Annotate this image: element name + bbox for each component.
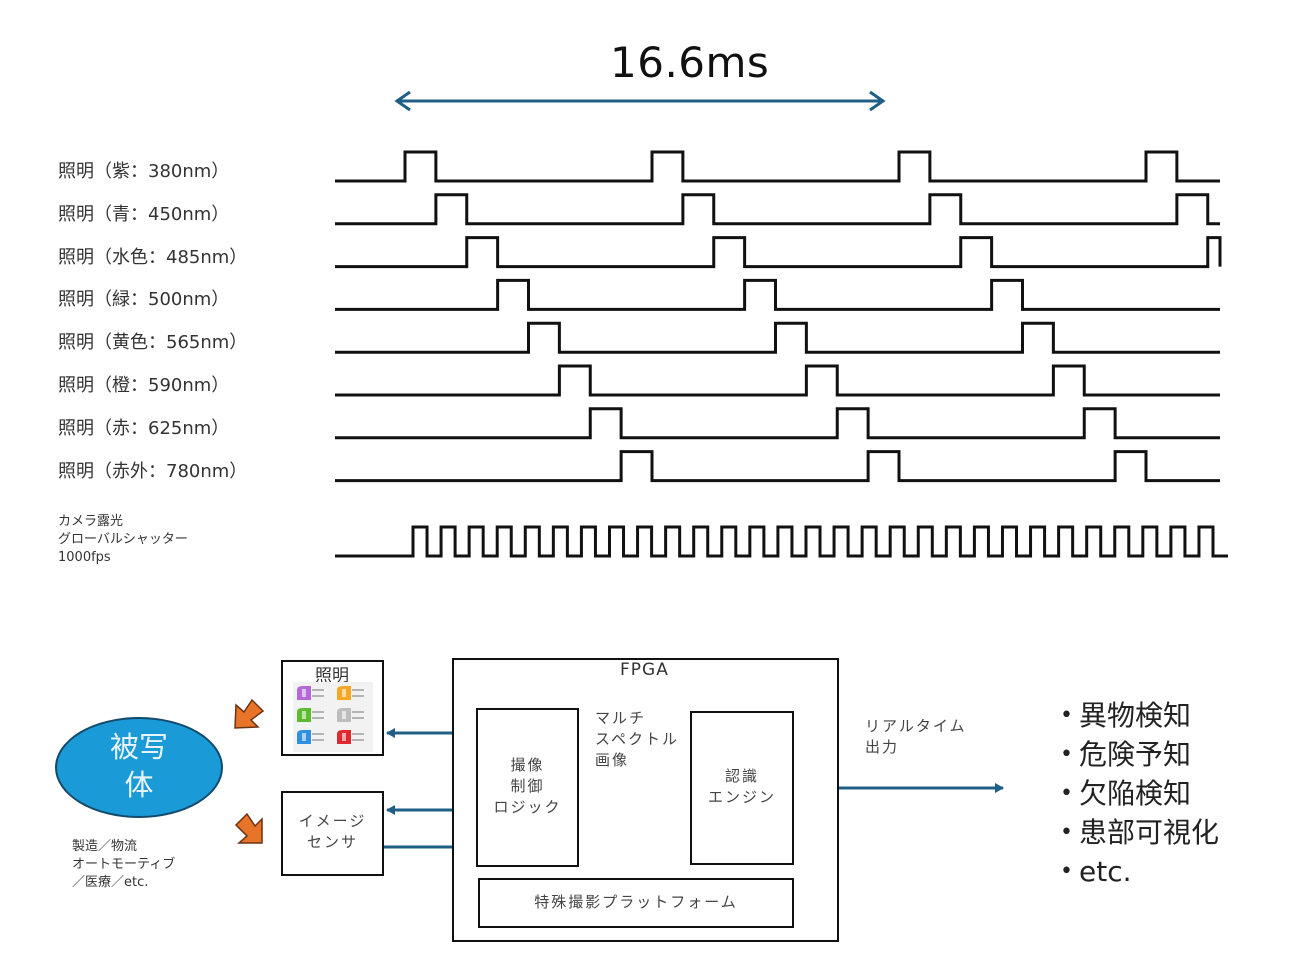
led-icons [293,682,373,752]
application-item: etc. [1060,854,1219,893]
application-item: 欠陥検知 [1060,776,1219,815]
image-sensor-box [281,791,384,876]
period-label: 16.6ms [610,38,770,87]
channel-label: 照明（黄色：565nm） [58,332,248,354]
illumination-waveform-blue [335,193,1220,226]
channel-label: 照明（紫：380nm） [58,161,230,182]
applications-list: 異物検知危険予知欠陥検知患部可視化etc. [1060,698,1219,893]
application-item: 危険予知 [1060,737,1219,776]
illumination-waveform-cyan [335,236,1222,269]
channel-label: 照明（緑：500nm） [58,289,230,311]
led-icon [297,686,324,700]
subject-ellipse [55,717,223,818]
illumination-waveform-yellow [335,321,1220,354]
led-icon [337,708,364,722]
illumination-waveform-orange [335,364,1220,397]
channel-label: 照明（赤外：780nm） [58,460,248,482]
application-item: 患部可視化 [1060,815,1219,854]
subject-label: 被写 体 [109,730,168,802]
platform-label: 特殊撮影プラットフォーム [534,893,738,911]
period-arrow [394,90,886,112]
realtime-output-label: リアルタイム 出力 [865,717,967,756]
control-logic-label: 撮像 制御 ロジック [493,756,562,816]
recognition-engine-box [690,711,794,865]
illumination-waveform-infrared [335,450,1220,483]
image-sensor-label: イメージ センサ [298,812,367,851]
recognition-engine-label: 認識 エンジン [707,767,776,806]
illumination-title: 照明 [315,666,349,686]
illumination-waveform-violet [335,150,1220,183]
illumination-waveform-red [335,407,1220,440]
led-icon [337,730,364,744]
fpga-title: FPGA [620,660,669,680]
led-icon [297,708,324,722]
channel-label: 照明（青：450nm） [58,203,230,225]
control-logic-box [476,708,579,867]
channel-label: 照明（橙：590nm） [58,375,230,396]
multispectral-label: マルチ スペクトル 画像 [595,709,679,769]
subject-to-sensor-arrow-icon [234,812,263,844]
camera-exposure-waveform [335,525,1228,558]
camera-exposure-label: カメラ露光 グローバルシャッター 1000fps [58,514,188,565]
led-icon [297,730,324,744]
subject-caption: 製造／物流 オートモーティブ ／医療／etc. [72,839,176,890]
application-item: 異物検知 [1060,698,1219,737]
illumination-to-subject-arrow-icon [234,698,265,729]
platform-box [478,878,794,928]
illumination-waveform-green [335,278,1220,311]
channel-label: 照明（赤：625nm） [58,417,230,439]
channel-label: 照明（水色：485nm） [58,246,248,268]
led-icon [337,686,364,700]
